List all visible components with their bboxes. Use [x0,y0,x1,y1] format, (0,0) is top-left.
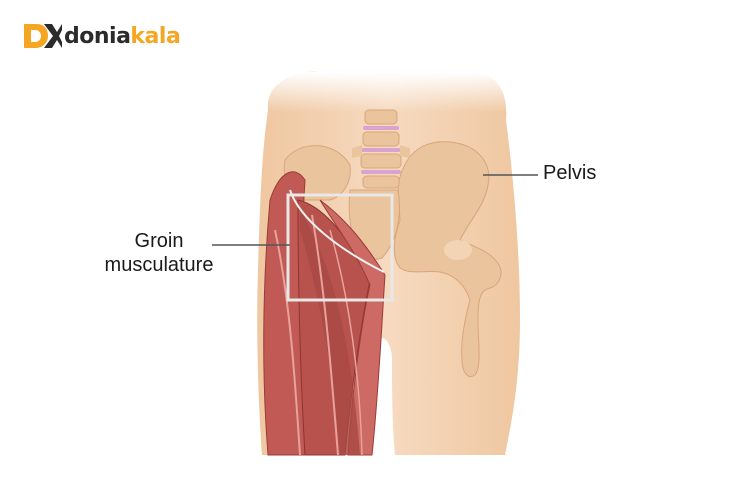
groin-label: Groin musculature [84,229,234,277]
brand-logo[interactable]: doniakala [22,16,181,56]
pelvis-bone [393,141,502,377]
logo-text-part2: kala [130,23,181,49]
logo-text-part1: donia [64,23,131,49]
groin-label-line1: Groin [134,230,184,252]
pelvis-label: Pelvis [543,162,597,184]
groin-highlight-box [286,193,394,302]
vertebrae [352,109,410,189]
groin-label-line2: musculature [104,254,214,276]
groin-muscles [263,171,386,456]
logo-mark-icon [24,24,62,48]
logo-text: doniakala [64,23,181,49]
